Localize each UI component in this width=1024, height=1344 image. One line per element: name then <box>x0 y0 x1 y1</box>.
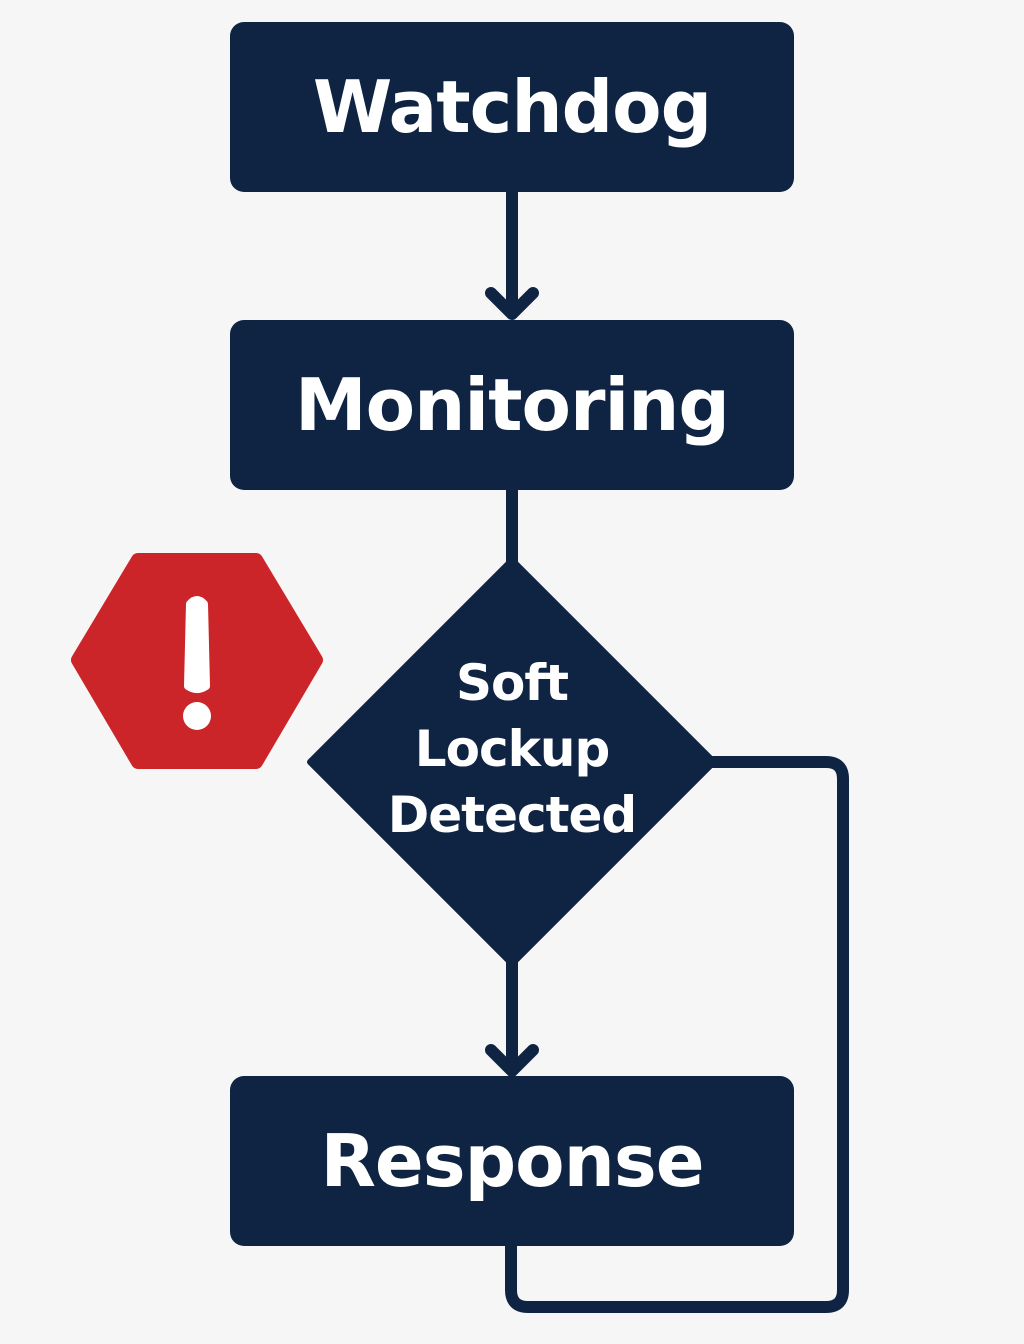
decision-label-line-2: Lockup <box>414 720 611 778</box>
decision-label-line-3: Detected <box>387 786 637 844</box>
node-watchdog: Watchdog <box>230 22 794 192</box>
node-monitoring-label: Monitoring <box>295 363 730 447</box>
decision-label-line-1: Soft <box>455 654 569 712</box>
node-watchdog-label: Watchdog <box>312 65 712 149</box>
arrowhead-to-monitoring <box>485 287 539 320</box>
connector-loop <box>505 756 849 1313</box>
node-response: Response <box>230 1076 794 1246</box>
node-monitoring: Monitoring <box>230 320 794 490</box>
warning-icon <box>71 553 323 769</box>
arrowhead-to-response <box>485 1044 539 1077</box>
decision-label: Soft Lockup Detected <box>362 650 662 848</box>
node-response-label: Response <box>320 1119 704 1203</box>
